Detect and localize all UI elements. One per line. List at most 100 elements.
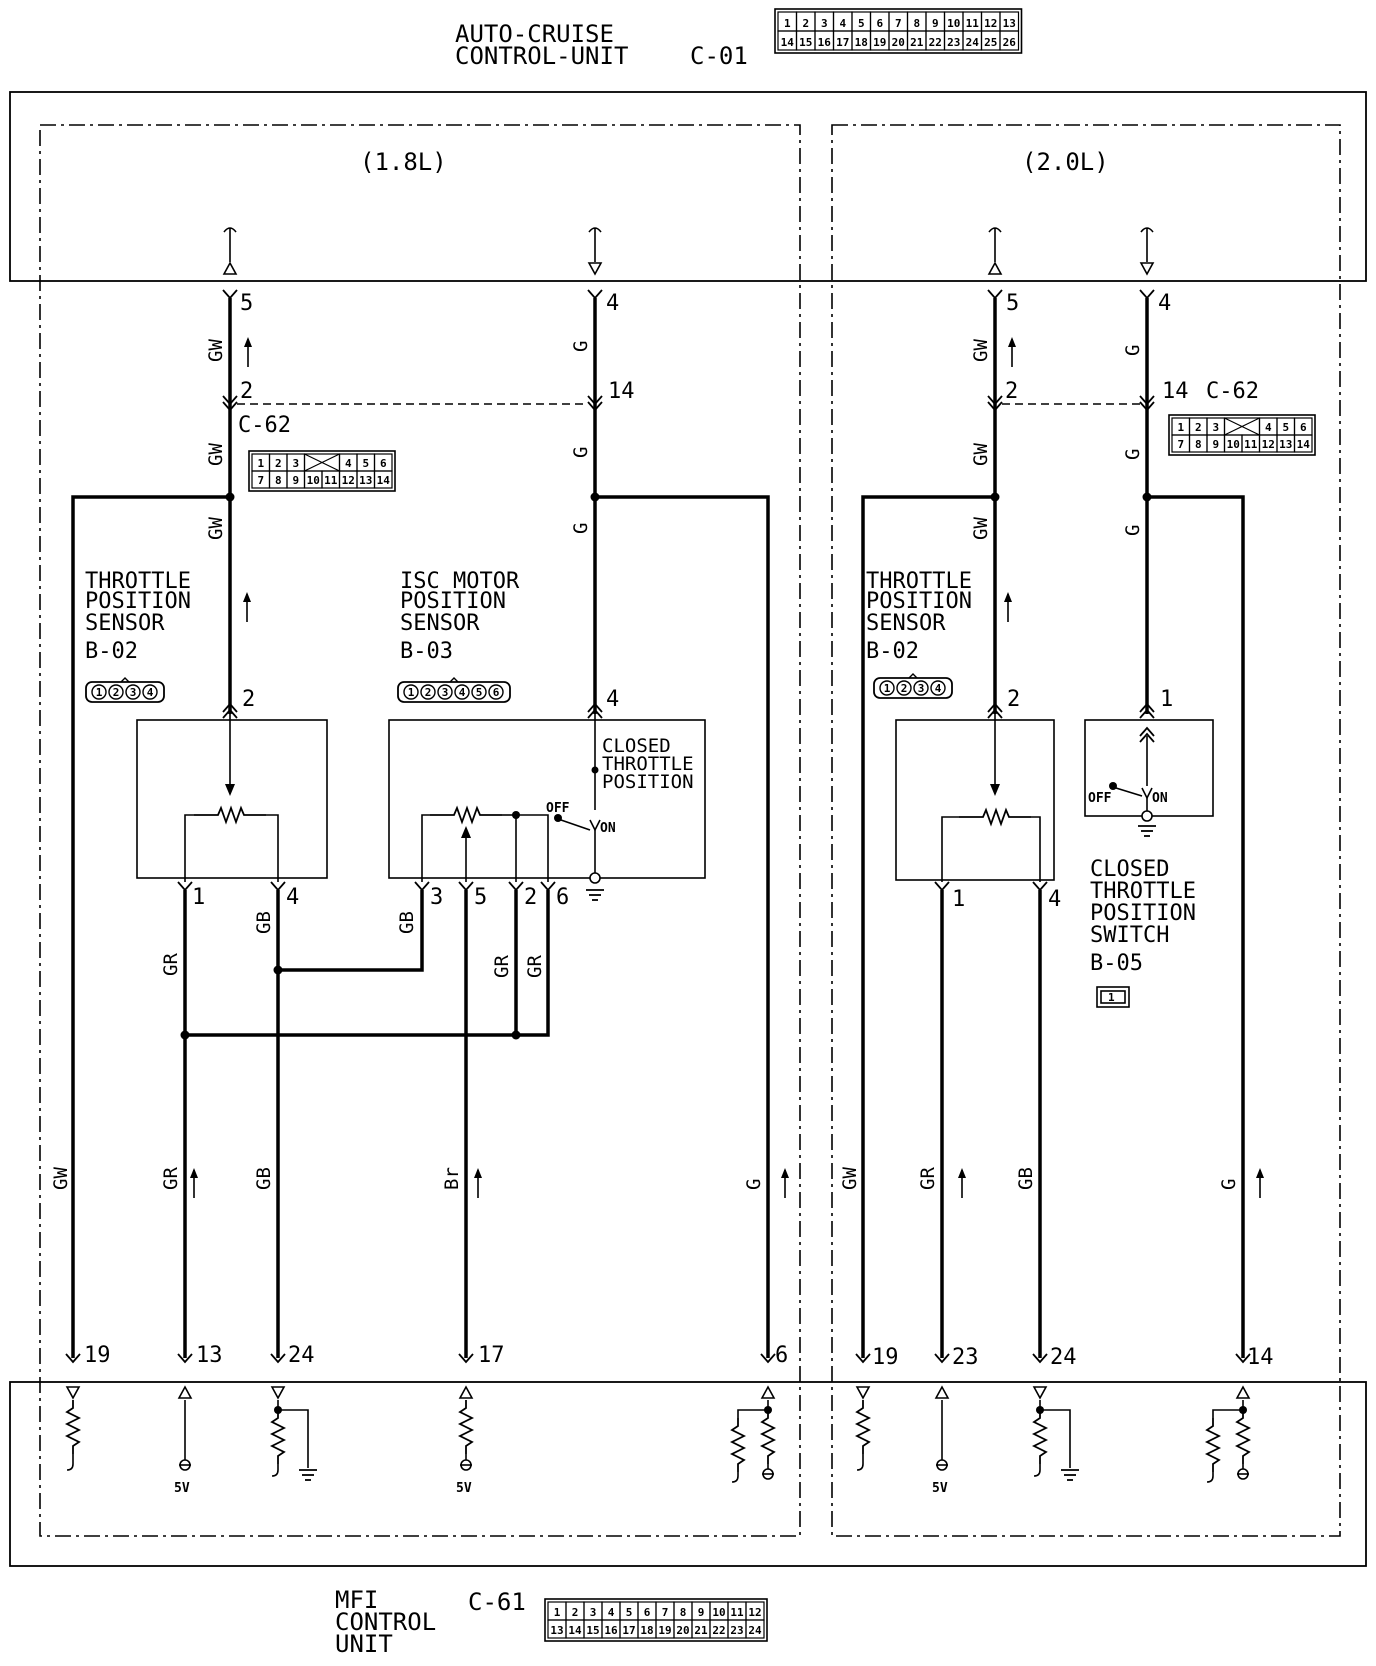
pin-left-bottom-13: 13 xyxy=(196,1343,223,1368)
five-v-label-left-17: 5V xyxy=(456,1481,472,1496)
auto-cruise-unit-code: C-01 xyxy=(690,42,748,70)
auto-cruise-connector-pin: 2 xyxy=(802,17,809,30)
mfi-connector-pin: 6 xyxy=(644,1606,651,1619)
switch-label-line2: THROTTLE xyxy=(1090,879,1196,904)
mfi-unit-line2: CONTROL xyxy=(335,1608,436,1636)
pin-left-top-4: 4 xyxy=(606,291,619,316)
mfi-connector-pin: 24 xyxy=(748,1624,762,1637)
wire-gb-isc xyxy=(278,890,424,972)
auto-cruise-unit-line2: CONTROL-UNIT xyxy=(455,42,628,70)
switch-label-line1: CLOSED xyxy=(1090,857,1169,882)
right-bottom-pins: 19 23 24 14 xyxy=(855,1345,1274,1370)
c62-left-connector-pin: 10 xyxy=(307,474,320,487)
wire-label-gw: GW xyxy=(839,1167,861,1190)
tps-right-label-line2: POSITION xyxy=(866,589,972,614)
wire-label-gw: GW xyxy=(50,1167,72,1190)
tps-left-box xyxy=(136,719,328,879)
wire-label-gr: GR xyxy=(491,955,513,978)
mfi-connector-pin: 18 xyxy=(640,1624,653,1637)
switch-off-label: OFF xyxy=(1088,791,1112,806)
wire-label-gw: GW xyxy=(970,443,992,466)
left-stub-5 xyxy=(223,227,237,262)
isc-connector-pin: 1 xyxy=(408,686,415,699)
tps-left-connector-pin: 2 xyxy=(113,686,120,699)
isc-switch-blade xyxy=(560,819,591,831)
c62-left-connector-pin: 3 xyxy=(292,457,299,470)
closed-throttle-line1: CLOSED xyxy=(602,735,671,757)
wire-label-br: Br xyxy=(441,1167,463,1190)
five-v-label-right-23: 5V xyxy=(932,1481,948,1496)
wire-label-gr: GR xyxy=(160,1167,182,1190)
c62-left-connector-pin: 7 xyxy=(257,474,264,487)
wire-gw-left-bypass xyxy=(71,495,230,1358)
variant-frame-1-8l xyxy=(39,124,801,1537)
wire-label-gw: GW xyxy=(970,517,992,540)
five-v-label-left-13: 5V xyxy=(174,1481,190,1496)
c62-left-connector-pin: 5 xyxy=(362,457,369,470)
mfi-connector-pin: 21 xyxy=(694,1624,708,1637)
c62-left-connector-pin: 9 xyxy=(292,474,299,487)
pin-tps-left-1: 1 xyxy=(192,885,205,910)
auto-cruise-connector-pin-cell xyxy=(999,30,1020,51)
wire-label-gr: GR xyxy=(160,953,182,976)
c62-right-connector-pin: 3 xyxy=(1212,421,1219,434)
c62-right-connector-pin: 5 xyxy=(1282,421,1289,434)
auto-cruise-unit-frame xyxy=(9,91,1367,282)
right-stub-5 xyxy=(988,227,1002,262)
wire-gr-isc-6 xyxy=(185,890,550,1037)
section-label-1-8l: (1.8L) xyxy=(360,148,447,176)
mfi-connector-pin: 7 xyxy=(662,1606,669,1619)
mfi-unit-code: C-61 xyxy=(468,1588,526,1616)
isc-connector-pin: 5 xyxy=(476,686,483,699)
mfi-right-internals xyxy=(856,1386,1250,1483)
wire-label-g: G xyxy=(1218,1179,1240,1190)
tps-right-connector-pin-socket xyxy=(896,680,912,696)
c62-right-connector-pin: 7 xyxy=(1177,438,1184,451)
wire-label-gb: GB xyxy=(396,911,418,934)
switch-label-line4: SWITCH xyxy=(1090,923,1169,948)
pin-right-bottom-19: 19 xyxy=(872,1345,899,1370)
mfi-unit-frame xyxy=(9,1381,1367,1567)
wire-label-gw: GW xyxy=(970,339,992,362)
variant-frame-2-0l xyxy=(831,124,1341,1537)
pin-right-c62-14: 14 xyxy=(1162,379,1189,404)
c62-right-connector-pin: 8 xyxy=(1195,438,1202,451)
auto-cruise-connector-pin: 5 xyxy=(858,17,865,30)
wire-label-g: G xyxy=(743,1179,765,1190)
auto-cruise-connector-pin: 22 xyxy=(929,36,942,49)
wire-label-gw: GW xyxy=(205,443,227,466)
pin-tps-right-4: 4 xyxy=(1048,887,1061,912)
c62-right-connector-pin: 11 xyxy=(1244,438,1258,451)
isc-connector-pin-socket xyxy=(488,684,504,700)
tps-right-lead-4 xyxy=(1031,816,1041,882)
mfi-connector-pin: 9 xyxy=(698,1606,705,1619)
auto-cruise-connector-pin: 6 xyxy=(876,17,883,30)
wire-label-g: G xyxy=(570,447,592,458)
mfi-connector-pin: 10 xyxy=(712,1606,725,1619)
mfi-connector-pin: 5 xyxy=(626,1606,633,1619)
mfi-connector-pin: 1 xyxy=(554,1606,561,1619)
section-label-2-0l: (2.0L) xyxy=(1022,148,1109,176)
wire-label-g: G xyxy=(1122,449,1144,460)
c62-right-connector-pin: 10 xyxy=(1227,438,1240,451)
pin-left-bottom-17: 17 xyxy=(478,1343,505,1368)
isc-label-line3: SENSOR xyxy=(400,611,480,636)
auto-cruise-connector-pin: 1 xyxy=(784,17,791,30)
tps-right-label-line3: SENSOR xyxy=(866,611,946,636)
tps-right-label-line1: THROTTLE xyxy=(866,569,972,594)
c62-right-connector-pin: 4 xyxy=(1265,421,1272,434)
wire-label-gw: GW xyxy=(205,517,227,540)
c62-left-connector-pin: 12 xyxy=(342,474,355,487)
isc-label-line1: ISC MOTOR xyxy=(400,569,520,594)
wire-gw-right-bypass xyxy=(861,495,995,1358)
isc-on-label: ON xyxy=(600,821,616,836)
auto-cruise-connector-pin: 11 xyxy=(966,17,980,30)
switch-connector xyxy=(1096,986,1130,1008)
c62-right-connector-pin: 2 xyxy=(1195,421,1202,434)
pin-left-c62-14: 14 xyxy=(608,379,635,404)
mfi-unit-line3: UNIT xyxy=(335,1630,393,1658)
pin-left-c62-2: 2 xyxy=(240,379,253,404)
